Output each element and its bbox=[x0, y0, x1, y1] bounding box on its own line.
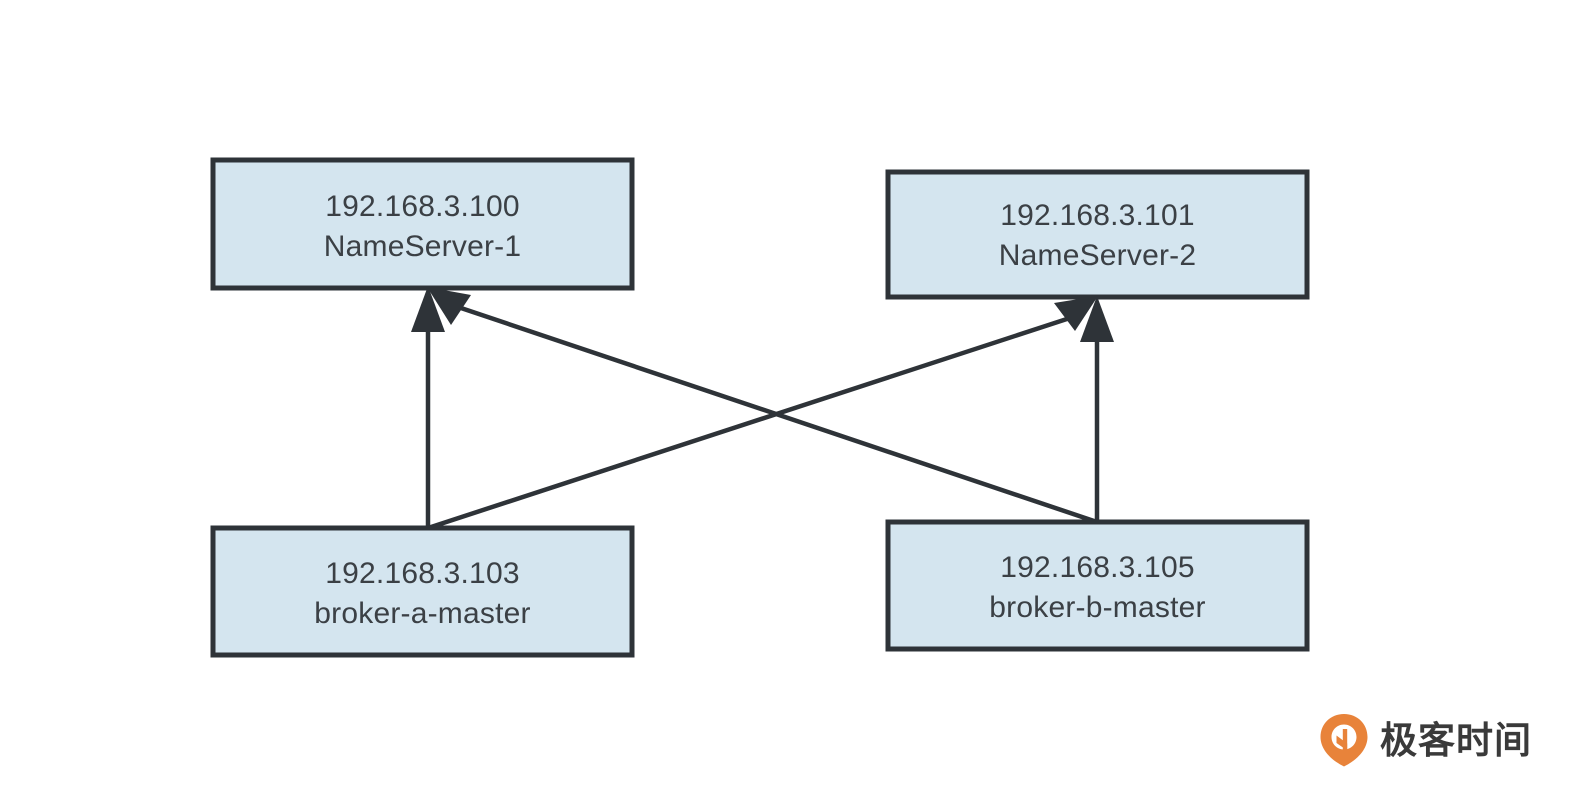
node-nameserver-1-name: NameServer-1 bbox=[324, 230, 521, 263]
edge-broker-a-to-nameserver-1 bbox=[411, 286, 445, 528]
node-nameserver-2-box[interactable] bbox=[885, 169, 1310, 300]
node-nameserver-2[interactable]: 192.168.3.101 NameServer-2 bbox=[885, 169, 1310, 300]
geektime-logo: 极客时间 bbox=[1318, 712, 1532, 768]
edge-broker-b-to-nameserver-2 bbox=[1080, 296, 1114, 522]
node-broker-b-master-box[interactable] bbox=[885, 519, 1310, 652]
node-broker-a-master-name: broker-a-master bbox=[314, 597, 530, 630]
arrowhead-icon bbox=[411, 286, 445, 332]
node-nameserver-2-ip: 192.168.3.101 bbox=[1000, 199, 1194, 232]
node-nameserver-1[interactable]: 192.168.3.100 NameServer-1 bbox=[210, 157, 635, 291]
node-broker-b-master-ip: 192.168.3.105 bbox=[1000, 551, 1194, 584]
arrowhead-icon bbox=[1054, 296, 1098, 331]
node-nameserver-2-name: NameServer-2 bbox=[999, 239, 1196, 272]
edge-broker-b-to-nameserver-1 bbox=[427, 287, 1098, 525]
edge-broker-a-to-nameserver-2 bbox=[427, 296, 1098, 531]
arrowhead-icon bbox=[1080, 296, 1114, 342]
arrowhead-icon bbox=[427, 287, 471, 325]
node-broker-b-master-name: broker-b-master bbox=[989, 591, 1205, 624]
node-nameserver-1-ip: 192.168.3.100 bbox=[325, 190, 519, 223]
node-broker-b-master[interactable]: 192.168.3.105 broker-b-master bbox=[885, 519, 1310, 652]
node-broker-a-master-box[interactable] bbox=[210, 525, 635, 658]
geektime-logo-text: 极客时间 bbox=[1380, 718, 1532, 762]
node-broker-a-master-ip: 192.168.3.103 bbox=[325, 557, 519, 590]
geektime-logo-icon bbox=[1320, 714, 1368, 767]
node-broker-a-master[interactable]: 192.168.3.103 broker-a-master bbox=[210, 525, 635, 658]
node-nameserver-1-box[interactable] bbox=[210, 157, 635, 291]
